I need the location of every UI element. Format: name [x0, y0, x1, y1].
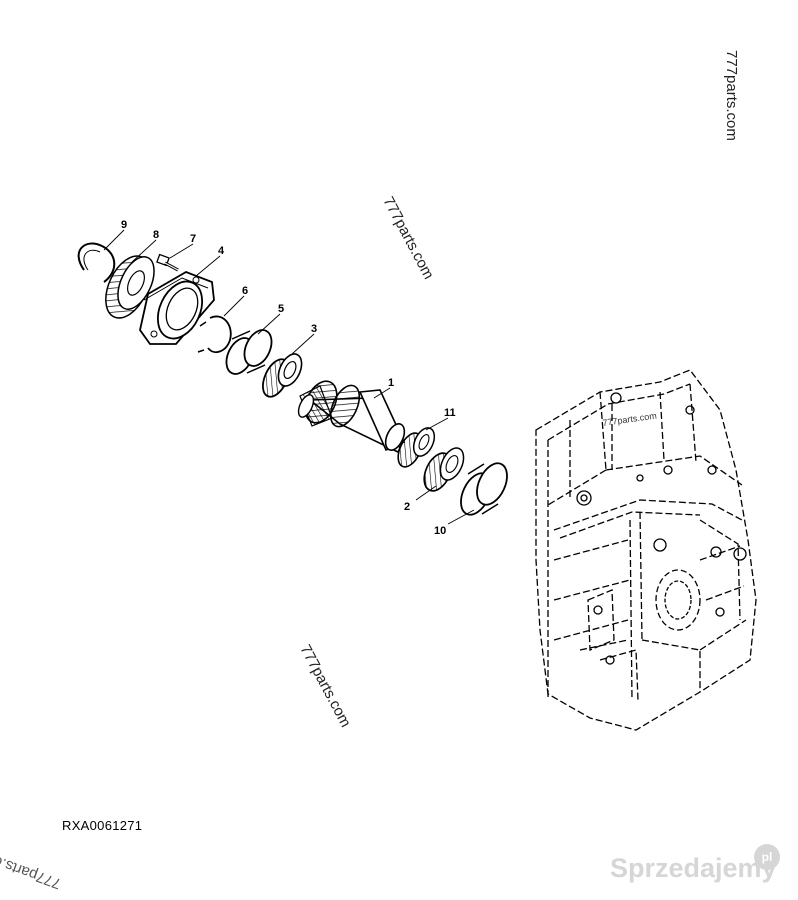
housing-stamp: 777parts.com	[602, 410, 657, 427]
housing-details	[576, 392, 747, 665]
part-4-flange-cover	[139, 271, 215, 345]
watermark-text: 777parts.co	[0, 849, 63, 892]
callout-9: 9	[121, 219, 127, 231]
leader-lines	[103, 229, 475, 525]
watermark-text: 777parts.com	[379, 194, 437, 282]
part-5-bearing-cup	[225, 329, 273, 375]
part-10-bearing-cup	[460, 462, 508, 516]
part-11-bearing-cone	[397, 427, 436, 468]
callout-11: 11	[444, 407, 456, 419]
callout-4: 4	[218, 245, 225, 257]
part-8-gear	[105, 255, 155, 319]
callout-7: 7	[190, 233, 196, 245]
figure-id: RXA0061271	[62, 818, 143, 833]
callout-10: 10	[434, 525, 446, 537]
part-2-bearing-cone	[423, 447, 465, 492]
callout-3: 3	[311, 323, 317, 335]
watermark-text: 777parts.com	[723, 50, 740, 141]
callout-1: 1	[388, 377, 394, 389]
part-9-snap-ring	[77, 242, 116, 283]
callout-8: 8	[153, 229, 159, 241]
part-6-retaining-ring	[197, 315, 232, 354]
callout-6: 6	[242, 285, 248, 297]
part-1-splined-shaft	[297, 380, 406, 454]
transmission-housing	[535, 369, 757, 731]
part-7-bolt	[156, 253, 179, 272]
brand-watermark: Sprzedajemy	[610, 853, 777, 883]
part-3-bearing-cone	[262, 353, 303, 398]
brand-badge: pl	[754, 844, 780, 870]
callout-5: 5	[278, 303, 284, 315]
callout-2: 2	[404, 501, 410, 513]
watermark-text: 777parts.com	[296, 642, 354, 730]
